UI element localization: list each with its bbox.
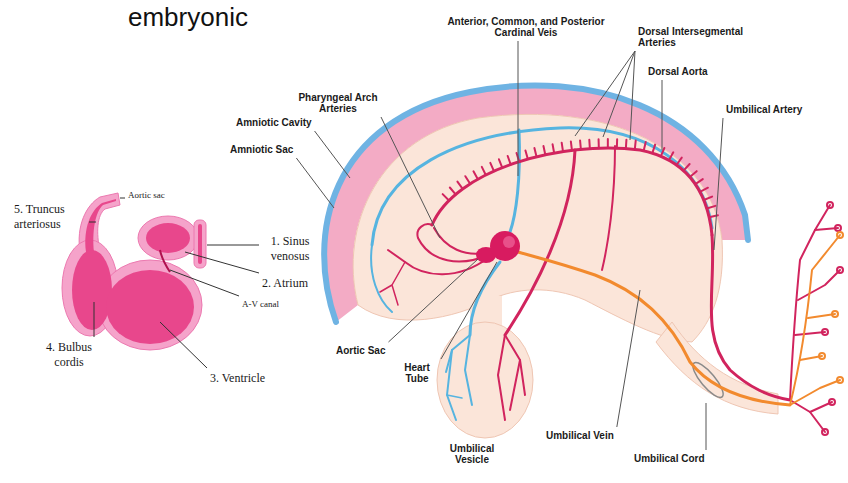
vitelline-vein-branch (447, 395, 462, 398)
diagram-title: embryonic (128, 2, 248, 33)
ventricle-shape (98, 260, 202, 350)
inset-label: A-V canal (242, 299, 279, 309)
heart (476, 231, 520, 263)
villus (790, 205, 830, 400)
villus-tip (822, 329, 828, 335)
villus-tip (827, 202, 833, 208)
vitelline-vein-branch (465, 335, 472, 405)
villus (795, 332, 825, 335)
leader-line (714, 118, 723, 250)
cardinal-vein (372, 128, 712, 245)
villus-tip (822, 429, 828, 435)
leader-line (603, 51, 635, 137)
part-label: Amniotic Sac (230, 144, 293, 155)
villus-tip (832, 311, 838, 317)
villus (798, 270, 840, 300)
villus-tip (829, 399, 835, 405)
leader-line (120, 198, 125, 199)
anterior-cardinal-branch (371, 245, 392, 312)
av-canal-line (160, 250, 170, 272)
leader-line (207, 245, 259, 246)
part-label: Dorsal Aorta (648, 66, 708, 77)
heart-highlight (503, 236, 515, 248)
heart-tube-shape (490, 231, 520, 261)
villus (790, 235, 840, 405)
leader-line (381, 117, 440, 238)
pharyngeal-arch-artery (388, 250, 488, 274)
placental-villi (790, 202, 843, 435)
umbilical-artery (711, 235, 790, 400)
inset-label: 4. Bulbus cordis (40, 340, 98, 370)
truncus-lumen (85, 199, 116, 252)
ventricle-lumen (106, 270, 194, 344)
dorsal-aorta (432, 148, 712, 235)
vitelline-artery-branch (510, 360, 520, 410)
part-label: Amniotic Cavity (236, 117, 312, 128)
part-label: Umbilical Cord (634, 453, 705, 464)
part-label: Umbilical Vein (546, 430, 614, 441)
villus (790, 380, 840, 405)
leader-line (617, 290, 640, 427)
villus-tip (837, 377, 843, 383)
part-label: Umbilical Artery (726, 104, 802, 115)
umbilical-vein (518, 252, 790, 405)
villus (808, 314, 835, 318)
leader-line (89, 222, 96, 223)
part-label: Dorsal Intersegmental Arteries (638, 26, 766, 48)
veins (371, 128, 712, 420)
inset-label: 1. Sinus venosus (262, 234, 318, 264)
leader-line (518, 41, 519, 176)
leader-line (706, 403, 707, 450)
leader-line (296, 158, 334, 208)
sinus-venosus-shape (194, 220, 206, 268)
arteries (380, 139, 790, 420)
leader-line (662, 80, 663, 150)
inset-label: 3. Ventricle (210, 371, 265, 386)
inset-label: 2. Atrium (262, 276, 308, 291)
villus-tip (835, 225, 841, 231)
umbilical-vesicle (437, 322, 533, 438)
part-label: Heart Tube (396, 362, 438, 384)
leader-line (575, 51, 635, 136)
head-artery (380, 262, 405, 305)
atrium-lumen (146, 223, 190, 253)
villus-tip (837, 232, 843, 238)
villus-tip (837, 267, 843, 273)
leader-line (388, 259, 478, 342)
part-label: Umbilical Vesicle (440, 443, 504, 465)
villi-veins (790, 232, 843, 405)
part-label: Aortic Sac (336, 345, 385, 356)
vitelline-artery-branch (498, 335, 505, 420)
umbilical-vein-group (518, 252, 790, 405)
vitelline-vein-branch (447, 350, 456, 420)
leader-line (315, 131, 350, 178)
villi-arteries (790, 202, 843, 435)
segmental-artery (602, 146, 615, 270)
part-label: Anterior, Common, and Posterior Cardinal… (446, 16, 606, 38)
heart-inset-inner (72, 199, 202, 344)
leader-line (170, 270, 239, 296)
leader-line (630, 51, 635, 140)
bulbus-lumen (72, 250, 112, 330)
heart-inset (62, 193, 206, 350)
villus-tip (819, 353, 825, 359)
sinus-venosus-lumen (198, 224, 202, 264)
embryo-body (353, 114, 722, 342)
heart-inset-outer (62, 193, 206, 350)
leader-line (160, 322, 207, 368)
leader-lines (89, 41, 723, 450)
inset-label: Aortic sac (128, 190, 165, 200)
leader-line (185, 252, 259, 273)
inset-label: 5. Truncus arteriosus (14, 202, 86, 232)
part-label: Pharyngeal Arch Arteries (298, 92, 378, 114)
leader-line (94, 302, 95, 337)
vitelline-vein (470, 262, 500, 335)
leader-line (441, 262, 497, 359)
